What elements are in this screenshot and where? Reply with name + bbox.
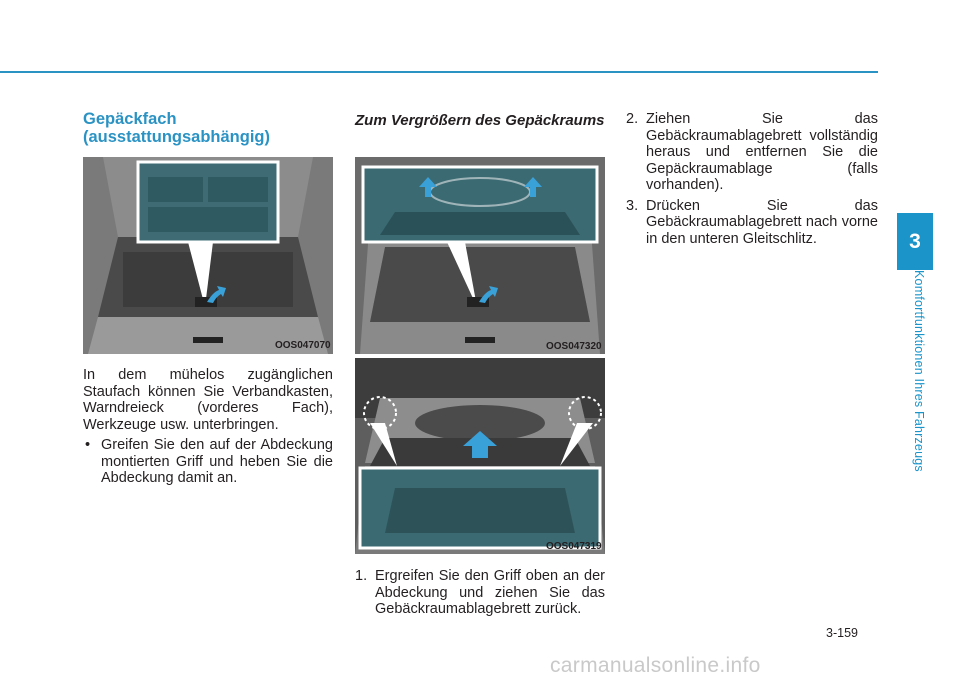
step-number: 3. — [626, 197, 639, 214]
trunk-figure — [83, 157, 333, 354]
step-number: 2. — [626, 111, 639, 127]
step-item: 3. Drücken Sie das Gebäckraumablagebrett… — [626, 198, 878, 248]
chapter-number: 3 — [909, 229, 921, 253]
intro-paragraph: In dem mühelos zugänglichen Staufach kön… — [83, 367, 333, 433]
step-item: 1. Ergreifen Sie den Griff oben an der A… — [355, 568, 605, 618]
cargo-board-illustration-bottom — [355, 358, 605, 554]
step-text: Ergreifen Sie den Griff oben an der Abde… — [375, 568, 605, 617]
cargo-board-illustration-top — [355, 157, 605, 354]
trunk-illustration — [83, 157, 333, 354]
header-rule — [0, 71, 878, 73]
figure-caption: OOS047319 — [546, 541, 602, 552]
bullet-item: • Greifen Sie den auf der Abdeckung mont… — [83, 437, 333, 487]
cargo-board-figure-bottom — [355, 358, 605, 554]
section-heading: Gepäckfach (ausstattungsabhängig) — [83, 110, 271, 146]
section-heading: Zum Vergrößern des Gepäckraums — [355, 112, 605, 129]
step-text: Ziehen Sie das Gebäckraumablagebrett vol… — [646, 111, 878, 193]
watermark: carmanualsonline.info — [550, 654, 761, 677]
cargo-board-figure-top — [355, 157, 605, 354]
middle-body: 1. Ergreifen Sie den Griff oben an der A… — [355, 568, 605, 618]
step-text: Drücken Sie das Gebäckraumablagebrett na… — [646, 197, 878, 247]
right-column: 2. Ziehen Sie das Gebäckraumablagebrett … — [626, 111, 878, 247]
left-column: Gepäckfach (ausstattungsabhängig) — [83, 110, 333, 146]
bullet-text: Greifen Sie den auf der Abdeckung montie… — [101, 437, 333, 486]
middle-column: Zum Vergrößern des Gepäckraums — [355, 112, 605, 129]
figure-caption: OOS047320 — [546, 341, 602, 352]
chapter-tab: 3 — [897, 213, 933, 270]
bullet-dot: • — [85, 437, 91, 453]
step-number: 1. — [355, 568, 368, 584]
figure-caption: OOS047070 — [275, 340, 331, 351]
page-number: 3-159 — [826, 626, 858, 640]
step-item: 2. Ziehen Sie das Gebäckraumablagebrett … — [626, 111, 878, 194]
left-body: In dem mühelos zugänglichen Staufach kön… — [83, 367, 333, 487]
chapter-title: Komfortfunktionen Ihres Fahrzeugs — [912, 270, 926, 472]
